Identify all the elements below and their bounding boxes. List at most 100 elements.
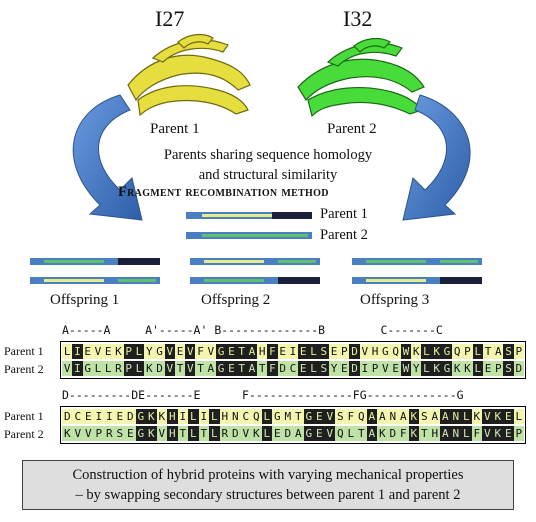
residue: A xyxy=(399,410,407,423)
curved-arrow-icon xyxy=(72,94,471,221)
residue: T xyxy=(236,361,247,376)
residue: I xyxy=(72,344,83,359)
residue: N xyxy=(450,426,461,441)
residue: I xyxy=(361,362,369,375)
residue: T xyxy=(236,344,247,359)
residue: S xyxy=(116,427,124,440)
residue: N xyxy=(450,409,461,424)
parent2-label: Parent 2 xyxy=(327,121,377,137)
residue: V xyxy=(84,427,92,440)
parent1-label: Parent 1 xyxy=(150,121,200,137)
description-line1: Parents sharing sequence homology xyxy=(163,147,373,163)
residue: E xyxy=(84,345,91,358)
footer-line2: – by swapping secondary structures betwe… xyxy=(75,487,461,503)
residue: G xyxy=(135,426,146,441)
residue: L xyxy=(472,344,483,359)
residue: Y xyxy=(412,362,420,375)
residue: A xyxy=(378,410,386,423)
residue: G xyxy=(215,344,227,359)
residue: F xyxy=(473,427,481,440)
residue: L xyxy=(133,361,145,376)
residue: K xyxy=(431,344,442,359)
residue: I xyxy=(105,410,113,423)
residue: P xyxy=(340,345,348,358)
residue: D xyxy=(63,410,71,423)
residue: F xyxy=(267,361,278,376)
residue: E xyxy=(314,426,325,441)
residue: P xyxy=(371,362,379,375)
title-i32: I32 xyxy=(343,6,373,31)
residue: T xyxy=(179,427,187,440)
residue: P xyxy=(515,427,523,440)
residue: K xyxy=(492,426,503,441)
residue: D xyxy=(349,344,360,359)
residue: E xyxy=(84,410,92,423)
residue: I xyxy=(95,410,103,423)
residue: K xyxy=(158,410,166,423)
residue: E xyxy=(503,426,514,441)
residue: V xyxy=(158,427,166,440)
residue: T xyxy=(484,345,492,358)
residue: Q xyxy=(357,410,365,423)
residue: H xyxy=(221,410,229,423)
residue: F xyxy=(267,344,278,359)
residue: W xyxy=(400,344,412,359)
residue: E xyxy=(340,362,348,375)
residue: T xyxy=(176,362,184,375)
residue: I xyxy=(72,361,83,376)
residue: G xyxy=(441,344,453,359)
residue: K xyxy=(408,409,419,424)
residue: T xyxy=(258,362,266,375)
residue: D xyxy=(156,362,163,375)
residue: V xyxy=(382,362,389,375)
residue: V xyxy=(324,409,335,424)
description-line2: and structural similarity xyxy=(198,167,338,183)
residue: A xyxy=(366,426,377,441)
residue: L xyxy=(209,409,220,424)
residue: H xyxy=(167,409,178,424)
ss-labels-block1: A-----A A'-----A' B--------------B C----… xyxy=(62,323,443,337)
residue: K xyxy=(408,426,419,441)
residue: V xyxy=(242,427,250,440)
residue: A xyxy=(246,344,258,359)
residue: H xyxy=(167,426,178,441)
residue: E xyxy=(126,427,134,440)
residue: E xyxy=(314,409,325,424)
residue: K xyxy=(115,345,122,358)
residue: L xyxy=(461,409,472,424)
residue: E xyxy=(116,410,124,423)
residue: V xyxy=(482,426,493,441)
residue: T xyxy=(197,362,204,375)
residue: D xyxy=(284,427,292,440)
residue: N xyxy=(389,410,397,423)
residue: D xyxy=(279,362,287,375)
residue: V xyxy=(94,345,102,358)
residue: L xyxy=(209,426,220,441)
residue: A xyxy=(440,426,451,441)
residue: A xyxy=(440,409,451,424)
residue: E xyxy=(226,344,237,359)
residue: L xyxy=(261,426,272,441)
residue: V xyxy=(361,345,369,358)
residue: Y xyxy=(145,345,153,358)
residue: K xyxy=(63,427,71,440)
residue: K xyxy=(473,410,481,423)
residue: Q xyxy=(252,410,260,423)
residue: G xyxy=(303,409,314,424)
residue: L xyxy=(188,409,199,424)
residue: S xyxy=(503,344,514,359)
residue: H xyxy=(431,427,439,440)
residue: D xyxy=(126,410,134,423)
residue: G xyxy=(215,361,227,376)
block2-row1-label: Parent 1 xyxy=(4,409,44,423)
title-i27: I27 xyxy=(155,6,185,31)
residue: P xyxy=(515,345,523,358)
residue: G xyxy=(156,345,163,358)
residue: L xyxy=(461,426,472,441)
residue: A xyxy=(207,362,215,375)
residue: L xyxy=(308,361,319,376)
